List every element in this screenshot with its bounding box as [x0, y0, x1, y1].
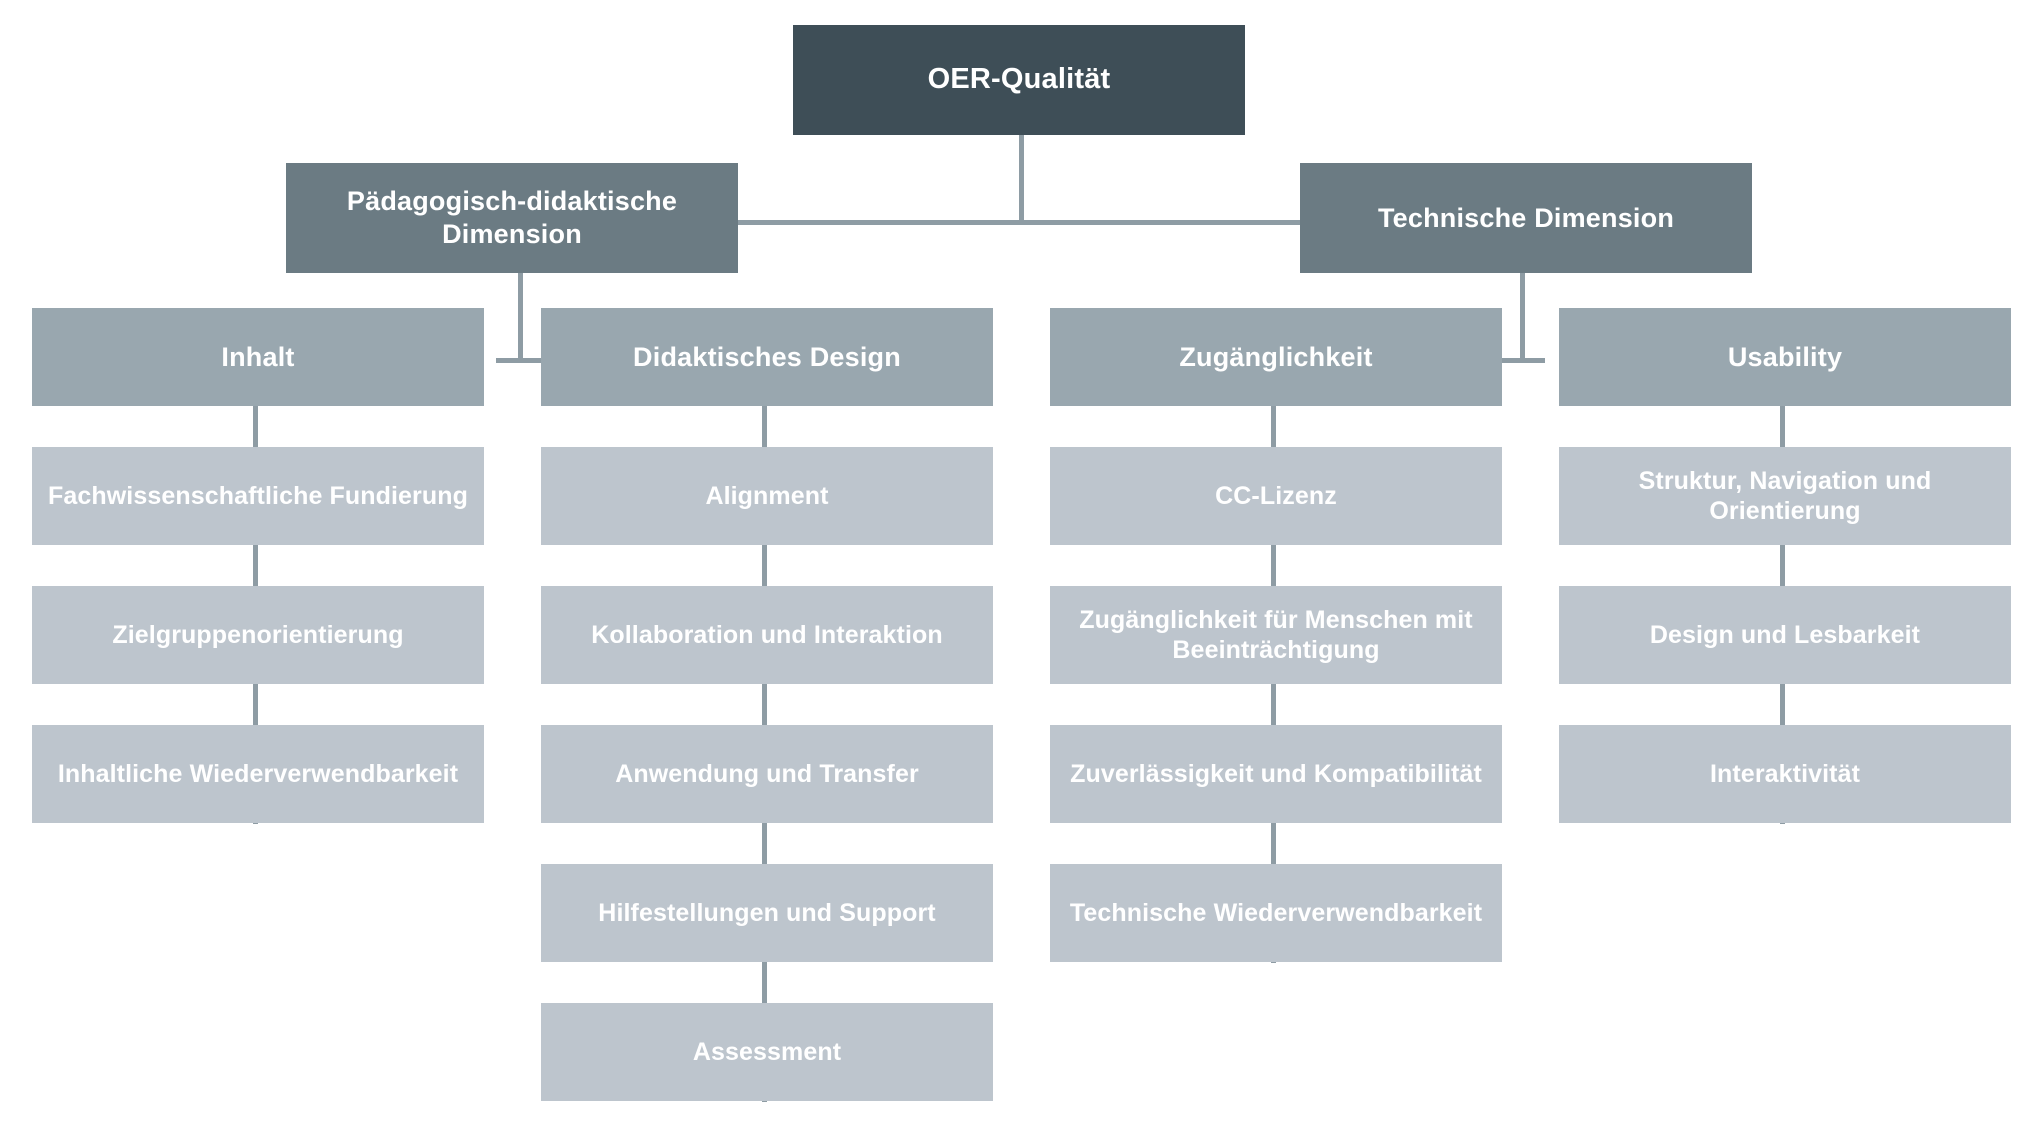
node-leaf-anwendung-und-transfer[interactable]: Anwendung und Transfer: [541, 725, 993, 823]
node-leaf-alignment[interactable]: Alignment: [541, 447, 993, 545]
node-leaf-zugaenglichkeit-beeintraechtigung[interactable]: Zugänglichkeit für Menschen mit Beeinträ…: [1050, 586, 1502, 684]
node-category-zugaenglichkeit[interactable]: Zugänglichkeit: [1050, 308, 1502, 406]
node-leaf-interaktivitaet[interactable]: Interaktivität: [1559, 725, 2011, 823]
node-leaf-assessment[interactable]: Assessment: [541, 1003, 993, 1101]
node-leaf-cc-lizenz[interactable]: CC-Lizenz: [1050, 447, 1502, 545]
node-category-usability[interactable]: Usability: [1559, 308, 2011, 406]
node-leaf-fachwissenschaftliche-fundierung[interactable]: Fachwissenschaftliche Fundierung: [32, 447, 484, 545]
connector-col3-chain: [1271, 406, 1276, 963]
node-root-oer-qualitaet[interactable]: OER-Qualität: [793, 25, 1245, 135]
node-dimension-technisch[interactable]: Technische Dimension: [1300, 163, 1752, 273]
connector-left-category-bar: [519, 358, 541, 363]
connector-right-category-bar: [1521, 358, 1545, 363]
connector-left-dimension-stem: [518, 220, 523, 360]
node-dimension-paedagogisch-didaktisch[interactable]: Pädagogisch-didaktische Dimension: [286, 163, 738, 273]
connector-root-spine: [518, 220, 1520, 225]
node-category-didaktisches-design[interactable]: Didaktisches Design: [541, 308, 993, 406]
node-leaf-hilfestellungen-und-support[interactable]: Hilfestellungen und Support: [541, 864, 993, 962]
node-leaf-kollaboration-und-interaktion[interactable]: Kollaboration und Interaktion: [541, 586, 993, 684]
node-leaf-struktur-navigation-orientierung[interactable]: Struktur, Navigation und Orientierung: [1559, 447, 2011, 545]
connector-right-category-bar-2: [1498, 358, 1522, 363]
node-leaf-inhaltliche-wiederverwendbarkeit[interactable]: Inhaltliche Wiederverwendbarkeit: [32, 725, 484, 823]
node-leaf-zuverlaessigkeit-und-kompatibilitaet[interactable]: Zuverlässigkeit und Kompatibilität: [1050, 725, 1502, 823]
node-leaf-design-und-lesbarkeit[interactable]: Design und Lesbarkeit: [1559, 586, 2011, 684]
node-leaf-technische-wiederverwendbarkeit[interactable]: Technische Wiederverwendbarkeit: [1050, 864, 1502, 962]
connector-root-stem: [1019, 135, 1024, 220]
connector-right-dimension-stem: [1520, 220, 1525, 360]
connector-left-category-bar-2: [496, 358, 520, 363]
node-leaf-zielgruppenorientierung[interactable]: Zielgruppenorientierung: [32, 586, 484, 684]
node-category-inhalt[interactable]: Inhalt: [32, 308, 484, 406]
